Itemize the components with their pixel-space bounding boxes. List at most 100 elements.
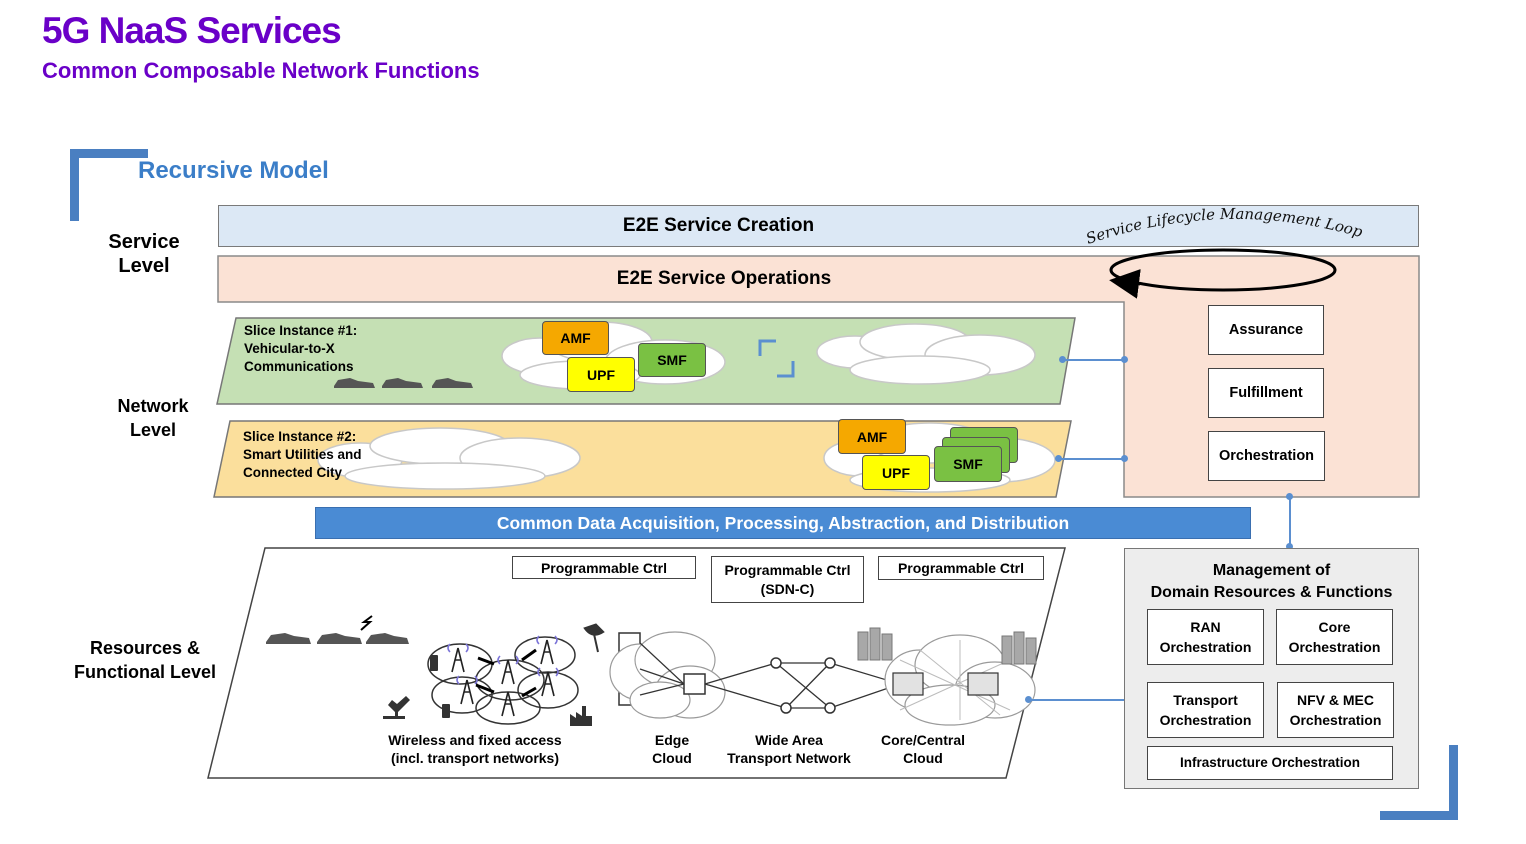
- wan-nodes: [770, 657, 836, 714]
- assurance-block: Assurance: [1208, 305, 1324, 355]
- slice1-label-line1: Slice Instance #1:: [244, 323, 358, 338]
- ops-to-mgmt-connector: [1289, 497, 1291, 548]
- common-data-bar: Common Data Acquisition, Processing, Abs…: [315, 507, 1251, 539]
- corner-marker-icon: [758, 339, 795, 378]
- ran-orchestration: RAN Orchestration: [1147, 609, 1264, 665]
- ops-to-mgmt-dot-bottom: [1286, 543, 1293, 550]
- slice2-label-line2: Smart Utilities and: [243, 447, 362, 462]
- assurance-label: Assurance: [1228, 322, 1304, 338]
- fulfillment-label: Fulfillment: [1229, 385, 1303, 401]
- resources-to-mgmt-dot: [1025, 696, 1032, 703]
- resources-to-mgmt-connector: [1028, 699, 1124, 701]
- programmable-ctrl-1: Programmable Ctrl: [512, 556, 696, 579]
- slice2-cloud-left: [317, 427, 581, 490]
- service-level-text: Service Level: [108, 231, 180, 277]
- core-orchestration-line1: Core: [1318, 619, 1351, 635]
- slice2-amf: AMF: [838, 419, 906, 454]
- car-icon-group-slice1: [334, 378, 473, 388]
- programmable-ctrl-3-label: Programmable Ctrl: [897, 560, 1025, 576]
- management-title-line2: Domain Resources & Functions: [1150, 584, 1393, 601]
- wan-caption-line2: Transport Network: [727, 750, 851, 766]
- slice1-upf: UPF: [567, 357, 635, 392]
- management-title: Management of Domain Resources & Functio…: [1124, 560, 1419, 604]
- ran-orchestration-line1: RAN: [1190, 619, 1221, 635]
- core-switch-icons: [892, 672, 999, 696]
- edge-caption-line1: Edge: [654, 732, 690, 748]
- nfv-mec-orchestration: NFV & MEC Orchestration: [1277, 682, 1394, 738]
- access-caption: Wireless and fixed access (incl. transpo…: [372, 731, 578, 767]
- infrastructure-orchestration: Infrastructure Orchestration: [1147, 746, 1393, 780]
- slice2-connector-dot: [1055, 455, 1062, 462]
- slice2-connector: [1058, 458, 1124, 460]
- wan-caption: Wide Area Transport Network: [714, 731, 864, 767]
- slice2-upf: UPF: [862, 455, 930, 490]
- slice1-upf-label: UPF: [587, 366, 615, 383]
- slice2-upf-label: UPF: [882, 464, 910, 481]
- page-title: 5G NaaS Services: [42, 10, 342, 51]
- slice1-connector-dot-end: [1121, 356, 1128, 363]
- access-cells: [427, 636, 579, 725]
- management-title-line1: Management of: [1212, 562, 1331, 579]
- corner-bracket-top-left-vertical: [70, 149, 79, 221]
- slice1-smf-label: SMF: [657, 352, 687, 368]
- cell-link-arrows: [475, 648, 537, 698]
- core-caption: Core/Central Cloud: [868, 731, 978, 767]
- device-icons: [383, 623, 605, 726]
- wan-links: [704, 662, 901, 709]
- corner-bracket-bottom-right-vertical: [1449, 745, 1458, 820]
- slice2-label-line1: Slice Instance #2:: [243, 429, 357, 444]
- core-caption-line2: Cloud: [903, 750, 943, 766]
- nfv-mec-orchestration-line1: NFV & MEC: [1297, 692, 1374, 708]
- orchestration-label: Orchestration: [1218, 448, 1315, 464]
- server-rack-icons: [857, 627, 1037, 665]
- slice1-smf: SMF: [638, 343, 706, 377]
- access-caption-line1: Wireless and fixed access: [388, 732, 562, 748]
- slice1-amf: AMF: [542, 321, 609, 355]
- slice2-connector-dot-end: [1121, 455, 1128, 462]
- slice2-smf: SMF: [934, 446, 1002, 482]
- slice2-amf-label: AMF: [856, 428, 888, 445]
- wan-caption-line1: Wide Area: [755, 732, 823, 748]
- slice1-cloud-right: [816, 323, 1036, 385]
- network-level-label: Network Level: [103, 394, 203, 442]
- corner-bracket-bottom-right: [1380, 811, 1458, 820]
- slice1-label-line2: Vehicular-to-X: [244, 341, 335, 356]
- edge-links: [639, 642, 685, 696]
- resources-level-text: Resources & Functional Level: [73, 638, 217, 682]
- slice1-amf-label: AMF: [560, 330, 591, 346]
- network-level-text: Network Level: [117, 396, 189, 440]
- service-level-label: Service Level: [94, 230, 194, 278]
- orchestration-block: Orchestration: [1208, 431, 1325, 481]
- slice1-connector-dot: [1059, 356, 1066, 363]
- resources-level-label: Resources & Functional Level: [72, 636, 218, 684]
- edge-caption-line2: Cloud: [652, 750, 692, 766]
- slice1-connector: [1062, 359, 1124, 361]
- slice2-smf-label: SMF: [953, 456, 983, 472]
- core-mesh: [899, 640, 1011, 720]
- transport-orchestration-line1: Transport: [1173, 692, 1238, 708]
- common-data-bar-label: Common Data Acquisition, Processing, Abs…: [496, 512, 1070, 533]
- access-caption-line2: (incl. transport networks): [390, 750, 560, 766]
- page-subtitle: Common Composable Network Functions: [42, 58, 480, 83]
- infrastructure-orchestration-label: Infrastructure Orchestration: [1179, 755, 1361, 770]
- core-orchestration-line2: Orchestration: [1288, 639, 1381, 655]
- transport-orchestration: Transport Orchestration: [1147, 682, 1264, 738]
- e2e-service-operations-label-box: E2E Service Operations: [218, 258, 1118, 300]
- signal-waves: [447, 635, 559, 685]
- e2e-service-operations-label: E2E Service Operations: [616, 268, 832, 289]
- slice2-label-line3: Connected City: [243, 465, 343, 480]
- core-caption-line1: Core/Central: [880, 732, 966, 748]
- slice2-label: Slice Instance #2: Smart Utilities and C…: [243, 428, 362, 482]
- corner-bracket-top-left: [70, 149, 148, 158]
- slice1-label-line3: Communications: [244, 359, 354, 374]
- programmable-ctrl-1-label: Programmable Ctrl: [540, 559, 668, 576]
- e2e-service-creation-bar: E2E Service Creation: [218, 205, 1419, 247]
- core-orchestration: Core Orchestration: [1276, 609, 1393, 665]
- lifecycle-loop-graphic: Service Lifecycle Management Loop: [1084, 205, 1365, 299]
- slice1-label: Slice Instance #1: Vehicular-to-X Commun…: [244, 322, 357, 376]
- nfv-mec-orchestration-line2: Orchestration: [1289, 712, 1382, 728]
- edge-caption: Edge Cloud: [632, 731, 712, 767]
- transport-orchestration-line2: Orchestration: [1159, 712, 1252, 728]
- fulfillment-block: Fulfillment: [1208, 368, 1324, 418]
